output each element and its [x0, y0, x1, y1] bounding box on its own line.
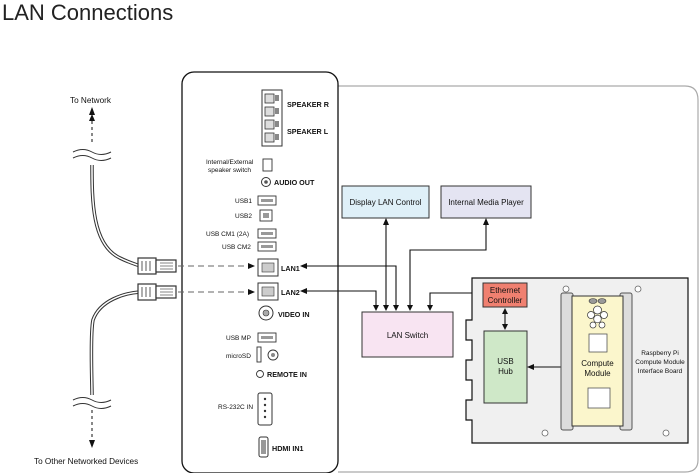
usb-cm1-label: USB CM1 (2A): [206, 231, 249, 238]
ethernet-controller-label-1: Ethernet: [490, 286, 521, 295]
sodimm-slot: [560, 292, 574, 431]
ethernet-controller-box: [482, 282, 528, 308]
rs232c-label: RS-232C IN: [218, 404, 253, 411]
display-lan-control-label: Display LAN Control: [349, 198, 421, 207]
speaker-l-label: SPEAKER L: [287, 127, 329, 136]
remote-in-label: REMOTE IN: [267, 370, 307, 379]
microsd-label: microSD: [226, 353, 251, 360]
compute-module-label-2: Module: [584, 369, 611, 378]
board-label-2: Compute Module: [635, 359, 685, 366]
lan1-cable: [90, 164, 141, 268]
display-lan-control-box: [341, 185, 430, 219]
microsd-slot-icon: [256, 346, 262, 363]
cable-break-icon: [72, 397, 112, 403]
cable-break-icon: [72, 149, 112, 155]
internal-media-player-box: [440, 185, 532, 219]
speaker-switch-label-1: Internal/External: [206, 159, 254, 166]
hdmi-in1-label: HDMI IN1: [272, 444, 304, 453]
raspberry-pi-logo-icon: [587, 298, 608, 329]
down-arrow-icon: [89, 440, 95, 448]
usb2-label: USB2: [235, 213, 252, 220]
lan1-label: LAN1: [281, 264, 300, 273]
speaker-terminal-icon: [261, 89, 283, 147]
internal-media-player-label: Internal Media Player: [448, 198, 524, 207]
to-network-label: To Network: [70, 96, 112, 105]
usb-hub-box: [483, 330, 528, 404]
up-arrow-icon: [89, 107, 95, 115]
board-label-3: Interface Board: [638, 368, 683, 375]
video-in-label: VIDEO IN: [278, 310, 310, 319]
rj45-plug-icon: [137, 283, 177, 301]
ethernet-controller-label-2: Controller: [488, 296, 523, 305]
speaker-switch-label-2: speaker switch: [208, 167, 251, 174]
chip-icon: [587, 387, 611, 409]
rs232c-port-icon: [257, 392, 273, 426]
page-title: LAN Connections: [2, 0, 174, 25]
remote-in-jack-icon: [256, 370, 264, 378]
usb-mp-label: USB MP: [226, 335, 251, 342]
compute-module-label-1: Compute: [581, 359, 614, 368]
usb-hub-label-2: Hub: [498, 367, 513, 376]
to-other-devices-label: To Other Networked Devices: [34, 457, 138, 466]
board-label-1: Raspberry Pi: [641, 350, 679, 357]
chip-icon: [588, 333, 608, 353]
usb-cm2-label: USB CM2: [222, 244, 251, 251]
switch-icon: [262, 158, 273, 172]
usb1-label: USB1: [235, 198, 252, 205]
lan2-label: LAN2: [281, 288, 300, 297]
display-outline: [338, 85, 699, 473]
rj45-plug-icon: [137, 257, 177, 275]
speaker-r-label: SPEAKER R: [287, 100, 330, 109]
lan-switch-label: LAN Switch: [387, 331, 428, 340]
lan2-cable: [89, 290, 141, 396]
switch-connections: [300, 218, 489, 311]
lan-switch-box: [361, 311, 454, 358]
audio-out-label: AUDIO OUT: [274, 178, 315, 187]
usb-hub-label-1: USB: [497, 357, 513, 366]
